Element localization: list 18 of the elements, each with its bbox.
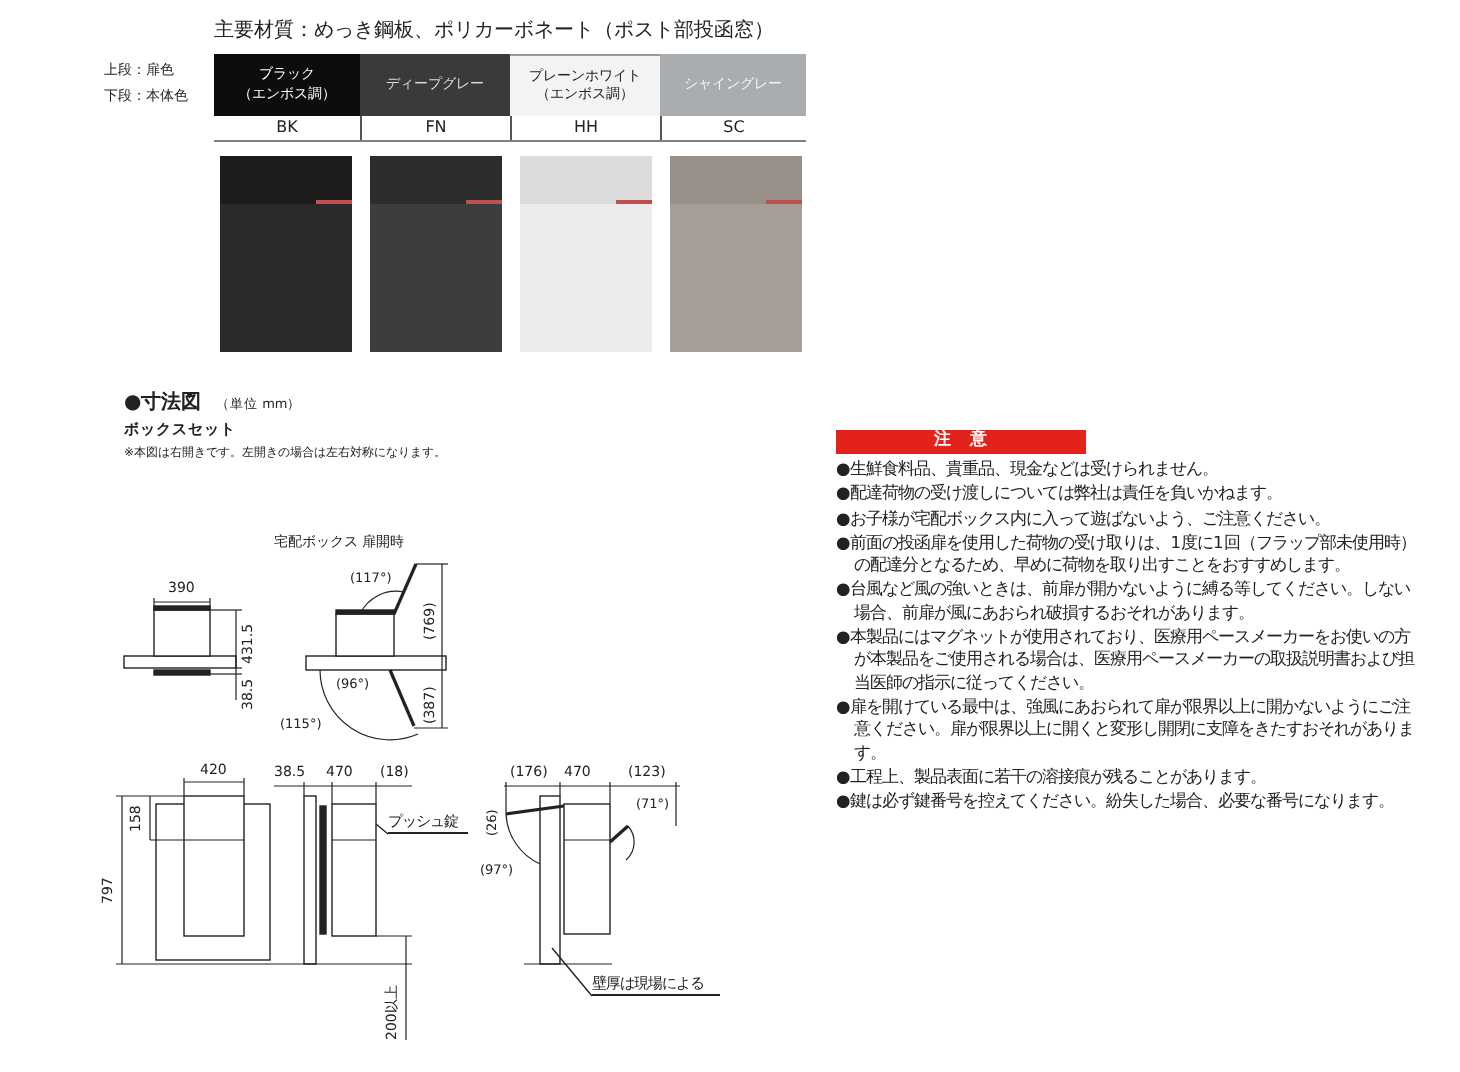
color-code-cell: FN	[360, 116, 510, 140]
caution-item: ●お子様が宅配ボックス内に入って遊ばないよう、ご注意ください。	[836, 507, 1333, 530]
caution-item: ●本製品にはマグネットが使用されており、医療用ペースメーカーをお使いの方が本製品をご使用される場合は、医療用ペースメーカーの取扱説明書および担当医師の指示に従ってください。	[836, 626, 1417, 694]
caution-item: ●前面の投函扉を使用した荷物の受け取りは、1度に1回（フラップ部未使用時）の配達分となるため、早めに荷物を取り出すことをおすすめします。	[836, 531, 1418, 577]
caution-item: ●鍵は必ず鍵番号を控えてください。紛失した場合、必要な番号になります。	[836, 790, 1397, 813]
color-code-cell: HH	[510, 116, 660, 140]
caution-item: ●配達荷物の受け渡しについては弊社は責任を負いかねます。	[836, 482, 1285, 506]
color-code-cell-text: BK	[274, 116, 300, 140]
material-note: 主要材質：めっき鋼板、ポリカーボネート（ポスト部投函窓）	[214, 20, 774, 43]
color-code-cell: SC	[660, 116, 806, 140]
section-heading: ●寸法図	[124, 392, 202, 415]
caution-item: ●扉を開けている最中は、強風にあおられて扉が限界以上に開かないようにご注意ください。扉が限界以上に開くと変形し開閉に支障をきたすおそれがあります。	[836, 695, 1416, 764]
caution-item: ●生鮮食料品、貴重品、現金などは受けられません。	[836, 458, 1221, 481]
caution-item: ●台風など風の強いときは、前扉が開かないように縛る等してください。しない場合、前扉が風にあおられ破損するおそれがあります。	[836, 578, 1413, 625]
caution-item: ●工程上、製品表面に若干の溶接痕が残ることがあります。	[836, 765, 1269, 789]
leader-line	[375, 823, 389, 835]
leader-line	[551, 947, 593, 997]
caution-heading: 注 意	[836, 430, 1086, 454]
